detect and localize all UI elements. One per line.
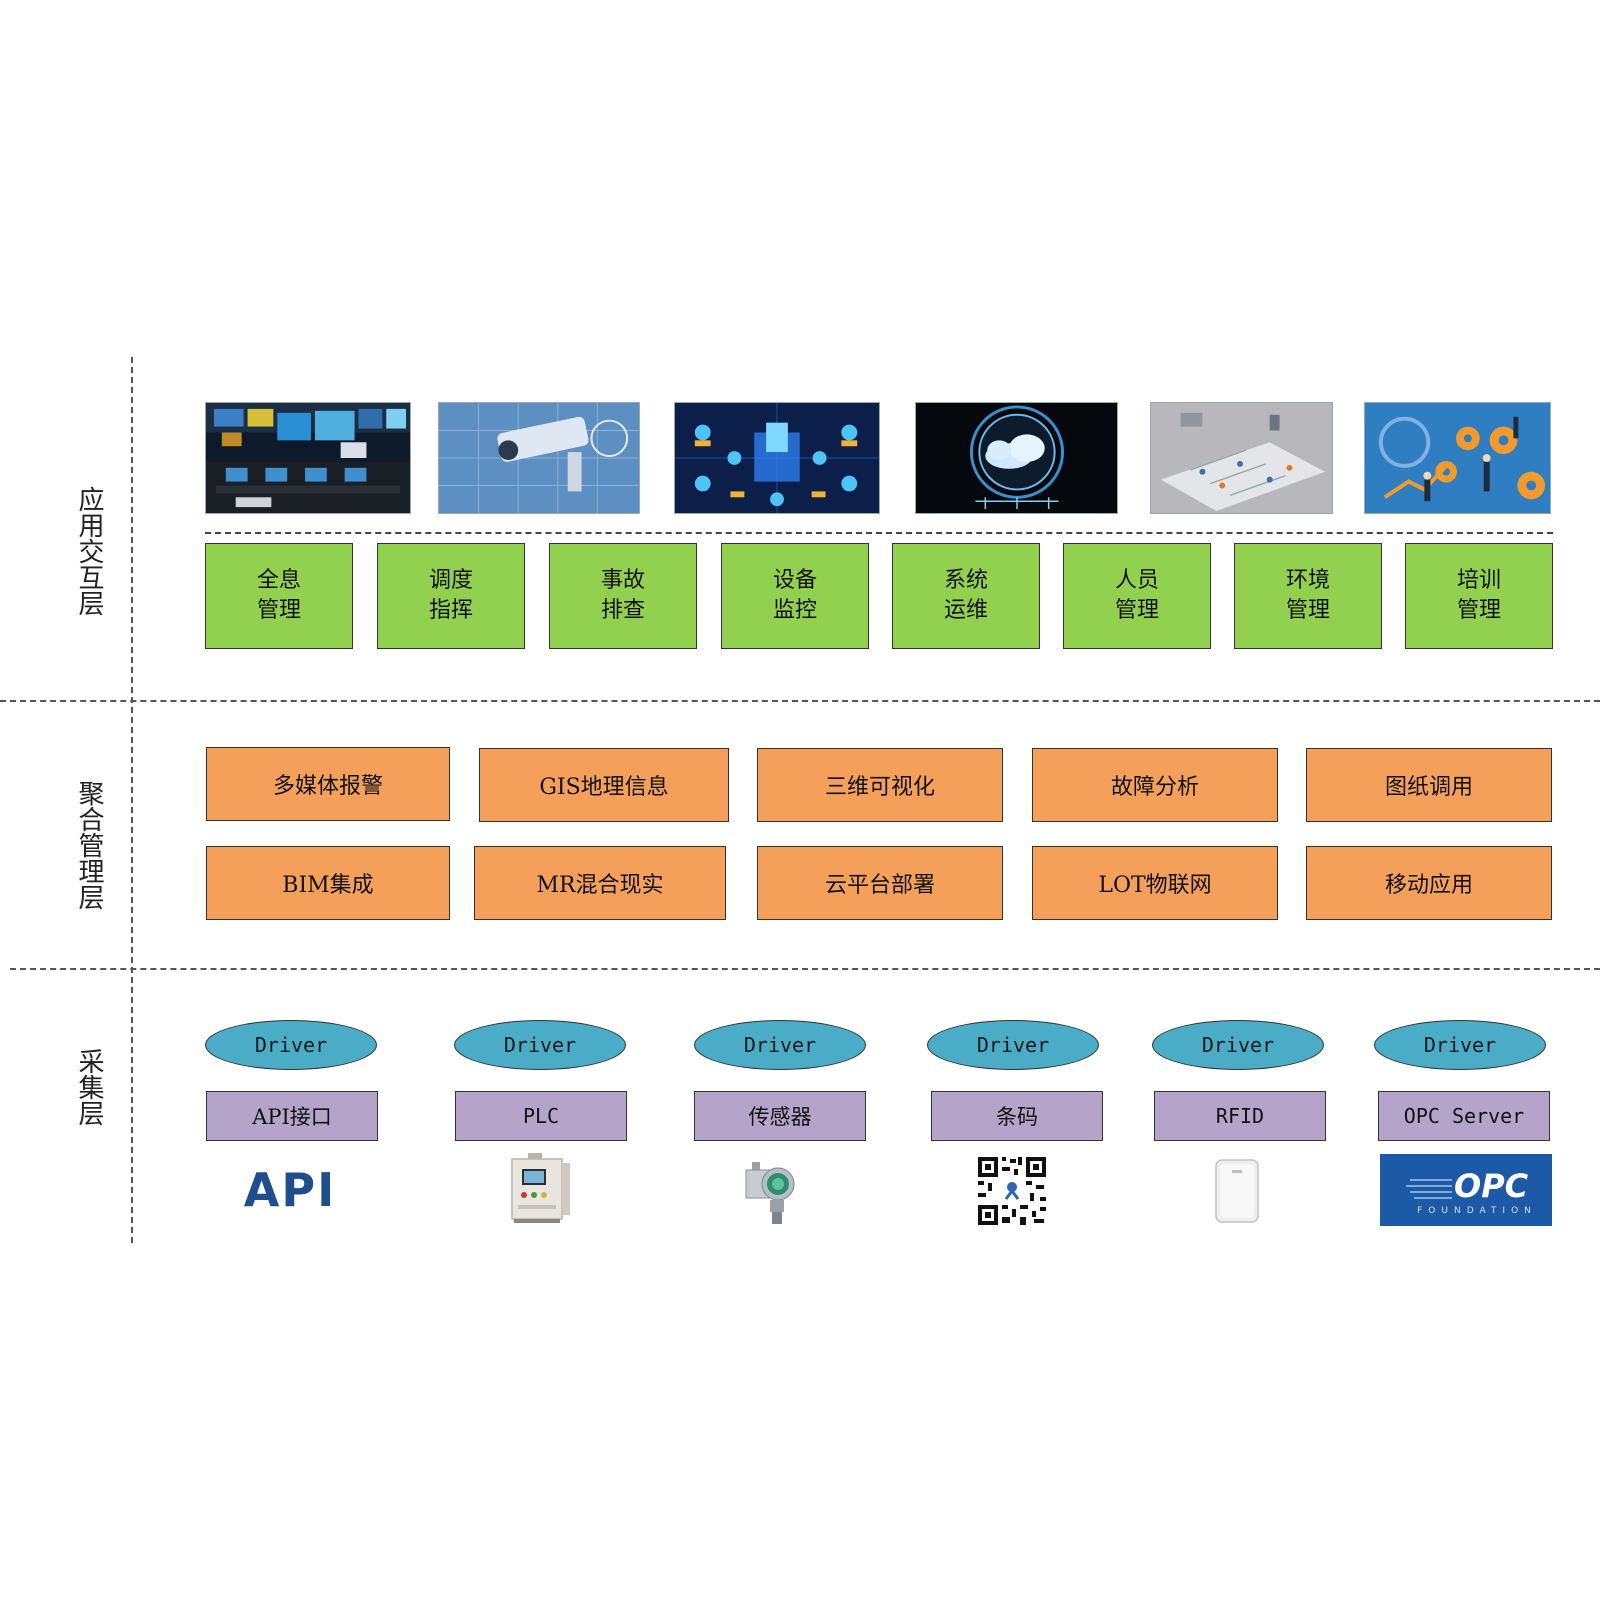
interface-barcode[interactable]: 条码 (931, 1091, 1103, 1141)
api-logo: API (243, 1163, 337, 1217)
opc-foundation-logo: OPC FOUNDATION (1380, 1154, 1552, 1226)
agg-mixed-reality[interactable]: MR混合现实 (474, 846, 726, 920)
driver-barcode[interactable]: Driver (927, 1020, 1099, 1070)
module-dispatch-command[interactable]: 调度指挥 (377, 543, 525, 649)
opc-logo-text: OPC (1454, 1167, 1529, 1205)
module-accident-investigation[interactable]: 事故排查 (549, 543, 697, 649)
agg-cloud-deployment[interactable]: 云平台部署 (757, 846, 1003, 920)
image-divider (205, 532, 1553, 534)
module-training-management[interactable]: 培训管理 (1405, 543, 1553, 649)
vertical-divider (131, 357, 133, 1243)
server-network-image (674, 402, 880, 514)
driver-plc[interactable]: Driver (454, 1020, 626, 1070)
agg-3d-visualization[interactable]: 三维可视化 (757, 748, 1003, 822)
driver-rfid[interactable]: Driver (1152, 1020, 1324, 1070)
agg-gis[interactable]: GIS地理信息 (479, 748, 729, 822)
cloud-platform-image (915, 402, 1118, 514)
layer-label-aggregation: 聚合管理层 (74, 780, 104, 910)
interface-plc[interactable]: PLC (455, 1091, 627, 1141)
qr-code-icon (976, 1155, 1048, 1227)
plc-cabinet-icon (508, 1153, 572, 1225)
agg-bim-integration[interactable]: BIM集成 (206, 846, 450, 920)
layer-divider-1 (0, 700, 1600, 702)
interface-opc-server[interactable]: OPC Server (1378, 1091, 1550, 1141)
pressure-sensor-icon (742, 1156, 808, 1226)
agg-fault-analysis[interactable]: 故障分析 (1032, 748, 1278, 822)
driver-api[interactable]: Driver (205, 1020, 377, 1070)
layer-divider-2 (10, 968, 1600, 970)
module-system-maintenance[interactable]: 系统运维 (892, 543, 1040, 649)
control-room-image (205, 402, 411, 514)
driver-sensor[interactable]: Driver (694, 1020, 866, 1070)
interface-rfid[interactable]: RFID (1154, 1091, 1326, 1141)
opc-logo-subtext: FOUNDATION (1417, 1206, 1537, 1216)
rfid-reader-icon (1214, 1158, 1260, 1224)
surveillance-camera-image (438, 402, 640, 514)
interface-sensor[interactable]: 传感器 (694, 1091, 866, 1141)
module-environment-management[interactable]: 环境管理 (1234, 543, 1382, 649)
agg-drawing-retrieval[interactable]: 图纸调用 (1306, 748, 1552, 822)
driver-opc[interactable]: Driver (1374, 1020, 1546, 1070)
floor-plan-3d-image (1150, 402, 1333, 514)
layer-label-collection: 采集层 (74, 1048, 104, 1126)
gears-teamwork-image (1364, 402, 1551, 514)
agg-mobile-app[interactable]: 移动应用 (1306, 846, 1552, 920)
module-holographic-management[interactable]: 全息管理 (205, 543, 353, 649)
agg-iot[interactable]: LOT物联网 (1032, 846, 1278, 920)
interface-api[interactable]: API接口 (206, 1091, 378, 1141)
layer-label-application: 应用交互层 (74, 486, 104, 616)
module-personnel-management[interactable]: 人员管理 (1063, 543, 1211, 649)
module-equipment-monitoring[interactable]: 设备监控 (721, 543, 869, 649)
agg-multimedia-alarm[interactable]: 多媒体报警 (206, 747, 450, 821)
